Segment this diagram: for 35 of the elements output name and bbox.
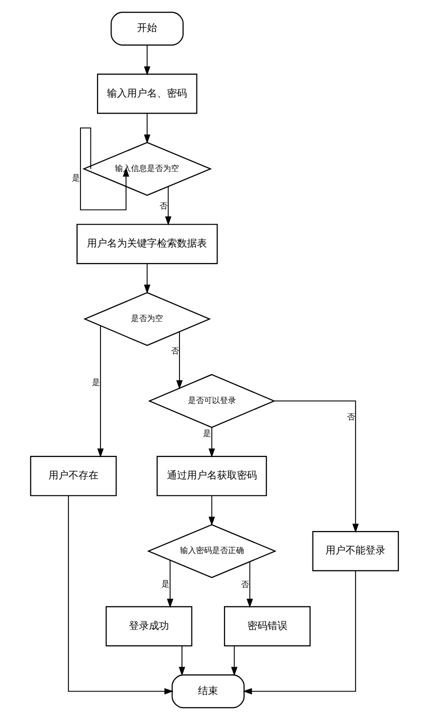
arrow	[143, 263, 150, 294]
arrow	[67, 495, 174, 694]
arrow	[143, 113, 150, 144]
node-box: 登录成功	[105, 606, 192, 646]
edge-label: 否	[159, 200, 168, 210]
node-box: 用户名为关键字检索数据表	[76, 224, 218, 264]
arrow	[96, 325, 104, 458]
arrow	[166, 560, 173, 608]
node-diamond: 是否可以登录	[148, 374, 276, 428]
edge-label: 否	[346, 411, 355, 422]
arrow	[273, 400, 358, 533]
node-box: 通过用户名获取密码	[156, 456, 266, 496]
edge-label: 是	[202, 428, 211, 438]
edge-label: 是	[91, 376, 100, 387]
node-box: 用户不存在	[30, 456, 116, 496]
edge-label: 否	[170, 346, 178, 356]
node-box: 结束	[171, 674, 244, 708]
node-box: 输入用户名、密码	[96, 74, 197, 114]
node-box: 用户不能登录	[312, 531, 398, 572]
node-box: 开始	[110, 12, 184, 46]
arrow	[208, 495, 214, 526]
arrow	[178, 646, 185, 676]
node-diamond: 输入密码是否正确	[146, 524, 276, 578]
arrow	[242, 570, 356, 694]
arrow	[176, 331, 182, 390]
arrow	[143, 44, 150, 76]
arrow	[208, 427, 214, 458]
edge-label: 否	[240, 579, 249, 590]
edge-label: 是	[71, 172, 80, 182]
node-box: 密码错误	[223, 606, 310, 646]
node-diamond: 是否为空	[82, 292, 210, 346]
arrow	[230, 646, 237, 676]
arrow	[164, 186, 171, 226]
arrow	[246, 561, 252, 608]
edge-label: 是	[161, 578, 170, 588]
